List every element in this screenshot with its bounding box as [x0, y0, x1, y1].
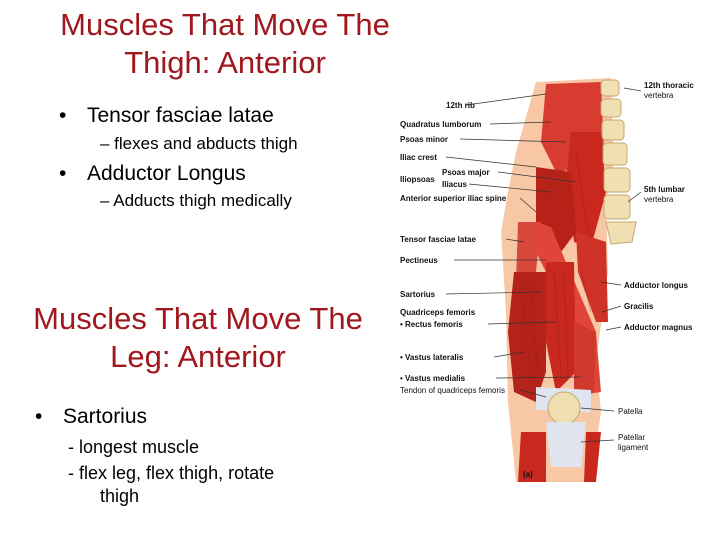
label-psoas-minor: Psoas minor	[400, 135, 448, 144]
label-adductor-longus: Adductor longus	[624, 281, 689, 290]
label-12th-thoracic: 12th thoracic	[644, 81, 694, 90]
label-tendon-quadriceps: Tendon of quadriceps femoris	[400, 386, 505, 395]
psoas-shape	[566, 132, 606, 247]
slide-title-thigh: Muscles That Move The Thigh: Anterior	[40, 6, 410, 82]
label-patellar-ligament-2: ligament	[618, 443, 649, 452]
slide-title-leg: Muscles That Move The Leg: Anterior	[18, 300, 378, 376]
label-quadriceps-femoris: Quadriceps femoris	[400, 308, 476, 317]
anatomy-figure: 12th rib Quadratus lumborum Psoas minor …	[400, 78, 694, 482]
lower-leg-shape	[584, 432, 601, 482]
label-5th-lumbar-2: vertebra	[644, 195, 674, 204]
label-patella: Patella	[618, 407, 643, 416]
bullet-dot: •	[59, 104, 67, 127]
rectus-femoris-shape	[544, 262, 576, 392]
label-iliopsoas: Iliopsoas	[400, 175, 435, 184]
leader-lines	[445, 87, 642, 443]
panel-label: (a)	[523, 470, 533, 479]
label-vastus-medialis: • Vastus medialis	[400, 374, 466, 383]
sub-sartorius-2: - flex leg, flex thigh, rotate	[68, 463, 275, 483]
title-thigh-line1: Muscles That Move The	[60, 7, 390, 42]
label-adductor-magnus: Adductor magnus	[624, 323, 693, 332]
patellar-ligament-shape	[546, 422, 586, 467]
bullet-tensor-text: Tensor fasciae latae	[87, 104, 274, 127]
title-leg-line1: Muscles That Move The	[33, 301, 363, 336]
label-rectus-femoris: • Rectus femoris	[400, 320, 463, 329]
adductor-shape	[576, 232, 608, 322]
label-pectineus: Pectineus	[400, 256, 438, 265]
striations	[520, 151, 592, 383]
bullet-sartorius: • Sartorius	[35, 404, 148, 430]
vastus-medialis-shape	[574, 322, 596, 402]
label-gracilis: Gracilis	[624, 302, 654, 311]
label-12th-thoracic-2: vertebra	[644, 91, 674, 100]
sub-sartorius-3: thigh	[100, 486, 140, 506]
sub-bullet-tensor: – flexes and abducts thigh	[100, 134, 298, 153]
label-iliacus: Iliacus	[442, 180, 467, 189]
lower-leg-shape	[518, 432, 546, 482]
bullet-tensor: • Tensor fasciae latae	[59, 103, 274, 129]
label-psoas-major: Psoas major	[442, 168, 490, 177]
label-vastus-lateralis: • Vastus lateralis	[400, 353, 464, 362]
label-sartorius: Sartorius	[400, 290, 436, 299]
label-tensor-fasciae-latae: Tensor fasciae latae	[400, 235, 476, 244]
sub-bullet-adductor: – Adducts thigh medically	[100, 191, 292, 210]
vastus-lateralis-shape	[508, 272, 546, 402]
label-12th-rib: 12th rib	[446, 101, 475, 110]
label-patellar-ligament: Patellar	[618, 433, 645, 442]
bullet-sartorius-text: Sartorius	[63, 405, 148, 428]
label-quadratus-lumborum: Quadratus lumborum	[400, 120, 481, 129]
title-thigh-line2: Thigh: Anterior	[124, 45, 326, 80]
sub-sartorius-1: - longest muscle	[68, 437, 200, 457]
patella-shape	[547, 391, 581, 425]
label-iliac-crest: Iliac crest	[400, 153, 437, 162]
bullet-adductor: • Adductor Longus	[59, 161, 246, 187]
label-5th-lumbar: 5th lumbar	[644, 185, 685, 194]
bullet-adductor-text: Adductor Longus	[87, 162, 246, 185]
bullet-dot: •	[35, 405, 43, 428]
label-asis: Anterior superior iliac spine	[400, 194, 507, 203]
spine-vertebrae	[600, 79, 637, 245]
bullet-dot: •	[59, 162, 67, 185]
title-leg-line2: Leg: Anterior	[110, 339, 286, 374]
